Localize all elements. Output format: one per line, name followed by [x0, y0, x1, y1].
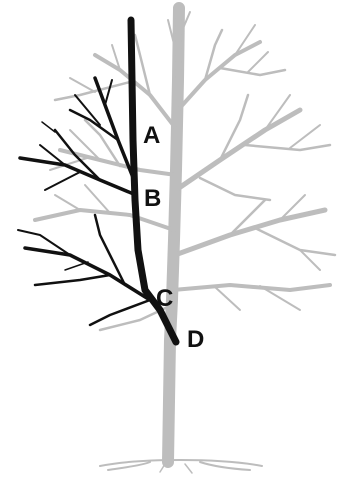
- label-a: A: [143, 124, 160, 148]
- label-c: C: [156, 287, 173, 311]
- remaining-tree: [35, 8, 335, 462]
- pruned-limb: [18, 20, 176, 342]
- label-d: D: [187, 328, 204, 352]
- ground-roots: [100, 460, 262, 473]
- label-b: B: [144, 187, 161, 211]
